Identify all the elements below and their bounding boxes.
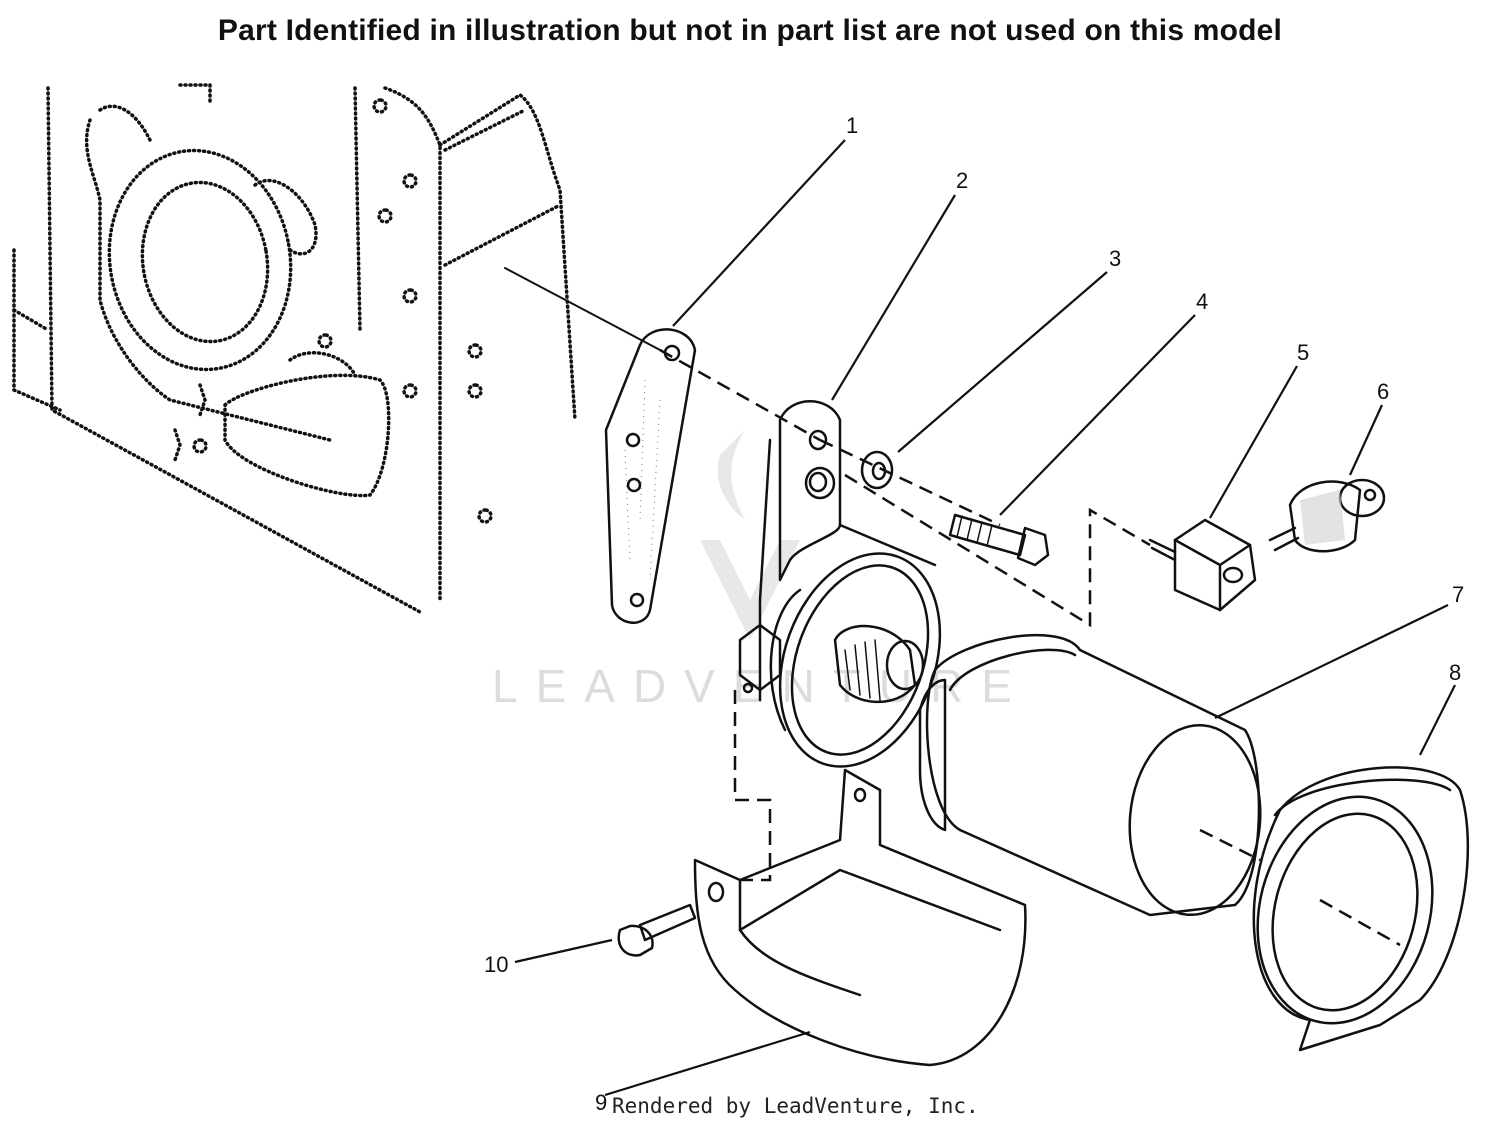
callout-labels: 1 2 3 4 5 6 7 8 9 10: [484, 113, 1464, 1115]
render-credit: Rendered by LeadVenture, Inc.: [612, 1094, 979, 1118]
callout-4: 4: [1196, 289, 1208, 314]
part-6-fitting: [1268, 478, 1386, 553]
callout-5: 5: [1297, 340, 1309, 365]
flame-v-logo-icon: [700, 430, 800, 640]
page-title: Part Identified in illustration but not …: [217, 14, 1283, 47]
part-4-bolt: [948, 513, 1050, 567]
part-10-screw: [617, 903, 697, 957]
callout-6: 6: [1377, 379, 1389, 404]
callout-2: 2: [956, 168, 968, 193]
callout-9: 9: [595, 1090, 607, 1115]
part-5-block: [1148, 518, 1257, 612]
part-1-mounting-plate: [604, 328, 697, 624]
assembly-lines: [504, 267, 1401, 947]
part-7-filter-canister: [918, 633, 1262, 917]
callout-8: 8: [1449, 660, 1461, 685]
callout-3: 3: [1109, 246, 1121, 271]
engine-block-outline: [12, 83, 577, 614]
part-2-bracket: [758, 400, 937, 702]
callout-7: 7: [1452, 582, 1464, 607]
part-3-washer: [860, 450, 894, 490]
callout-1: 1: [846, 113, 858, 138]
callout-10: 10: [484, 952, 508, 977]
part-9-cradle-shield: [693, 768, 1027, 1067]
part-8-gasket-ring: [1252, 766, 1470, 1052]
leader-lines: [514, 139, 1456, 1097]
